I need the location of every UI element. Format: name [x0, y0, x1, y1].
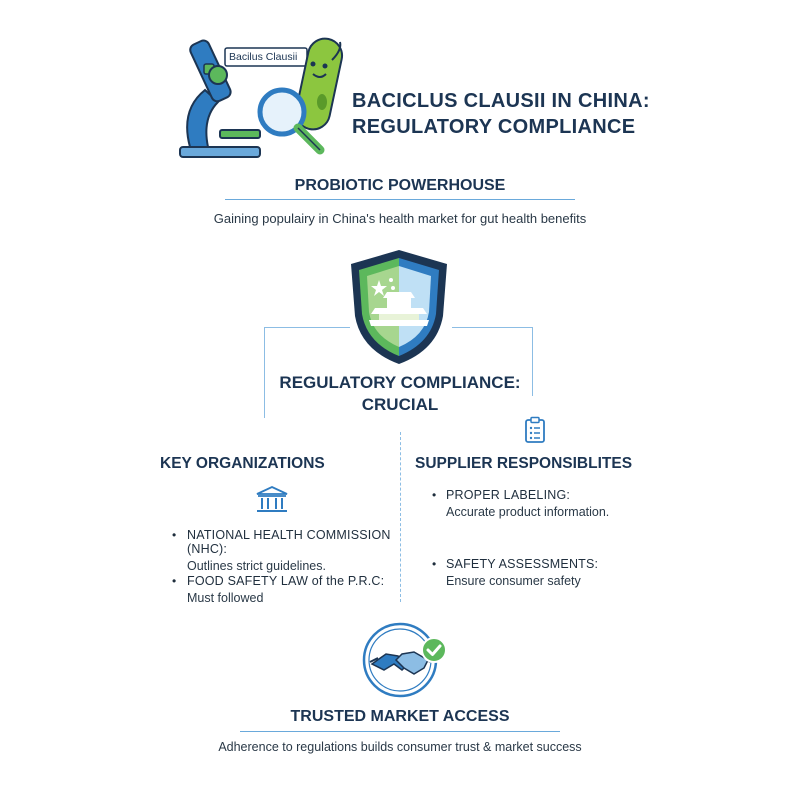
microscope-icon [179, 39, 261, 158]
organizations-heading: KEY ORGANIZATIONS [160, 455, 325, 472]
org-item-body: Must followed [187, 591, 264, 605]
bullet: • [172, 528, 177, 542]
access-divider [240, 731, 560, 732]
org-item-body: Outlines strict guidelines. [187, 559, 326, 573]
bullet: • [432, 557, 437, 571]
title-line-1: BACICLUS CLAUSII IN CHINA: [352, 90, 650, 112]
compliance-line-1: REGULATORY COMPLIANCE: [279, 373, 521, 392]
supplier-item-2: • SAFETY ASSESSMENTS: Ensure consumer sa… [432, 557, 672, 588]
checkmark-icon [421, 637, 447, 663]
org-item-1: • NATIONAL HEALTH COMMISSION (NHC): Outl… [172, 528, 402, 573]
bullet: • [432, 488, 437, 502]
supplier-item-title: SAFETY ASSESSMENTS: [446, 557, 599, 571]
government-building-icon [256, 486, 288, 512]
suppliers-heading: SUPPLIER RESPONSIBLITES [415, 455, 633, 472]
center-divider [400, 432, 401, 602]
title-line-2: REGULATORY COMPLIANCE [352, 116, 636, 138]
supplier-item-body: Ensure consumer safety [446, 574, 581, 588]
org-item-title: FOOD SAFETY LAW of the P.R.C: [187, 574, 385, 588]
powerhouse-divider [225, 199, 575, 200]
page-title: BACICLUS CLAUSII IN CHINA: REGULATORY CO… [352, 88, 682, 140]
supplier-item-title: PROPER LABELING: [446, 488, 571, 502]
compliance-heading: REGULATORY COMPLIANCE: CRUCIAL [250, 372, 550, 416]
bullet: • [172, 574, 177, 588]
supplier-item-body: Accurate product information. [446, 505, 610, 519]
powerhouse-text: Gaining populairy in China's health mark… [213, 211, 587, 226]
left-connector [264, 327, 350, 418]
header-illustration [179, 37, 344, 158]
org-item-2: • FOOD SAFETY LAW of the P.R.C: Must fol… [172, 574, 402, 605]
compliance-line-2: CRUCIAL [361, 395, 439, 414]
clipboard-icon [525, 416, 545, 443]
powerhouse-heading: PROBIOTIC POWERHOUSE [294, 177, 506, 194]
access-heading: TRUSTED MARKET ACCESS [290, 708, 510, 725]
handshake-icon [362, 622, 438, 698]
access-text: Adherence to regulations builds consumer… [218, 740, 582, 754]
right-connector [452, 327, 533, 396]
bacterium-icon [294, 37, 344, 131]
org-item-title: NATIONAL HEALTH COMMISSION (NHC): [187, 528, 391, 556]
magnifier-icon [257, 87, 325, 155]
shield-icon [351, 250, 447, 364]
microscope-label: Bacilus Clausii [229, 51, 298, 63]
supplier-item-1: • PROPER LABELING: Accurate product info… [432, 488, 672, 519]
